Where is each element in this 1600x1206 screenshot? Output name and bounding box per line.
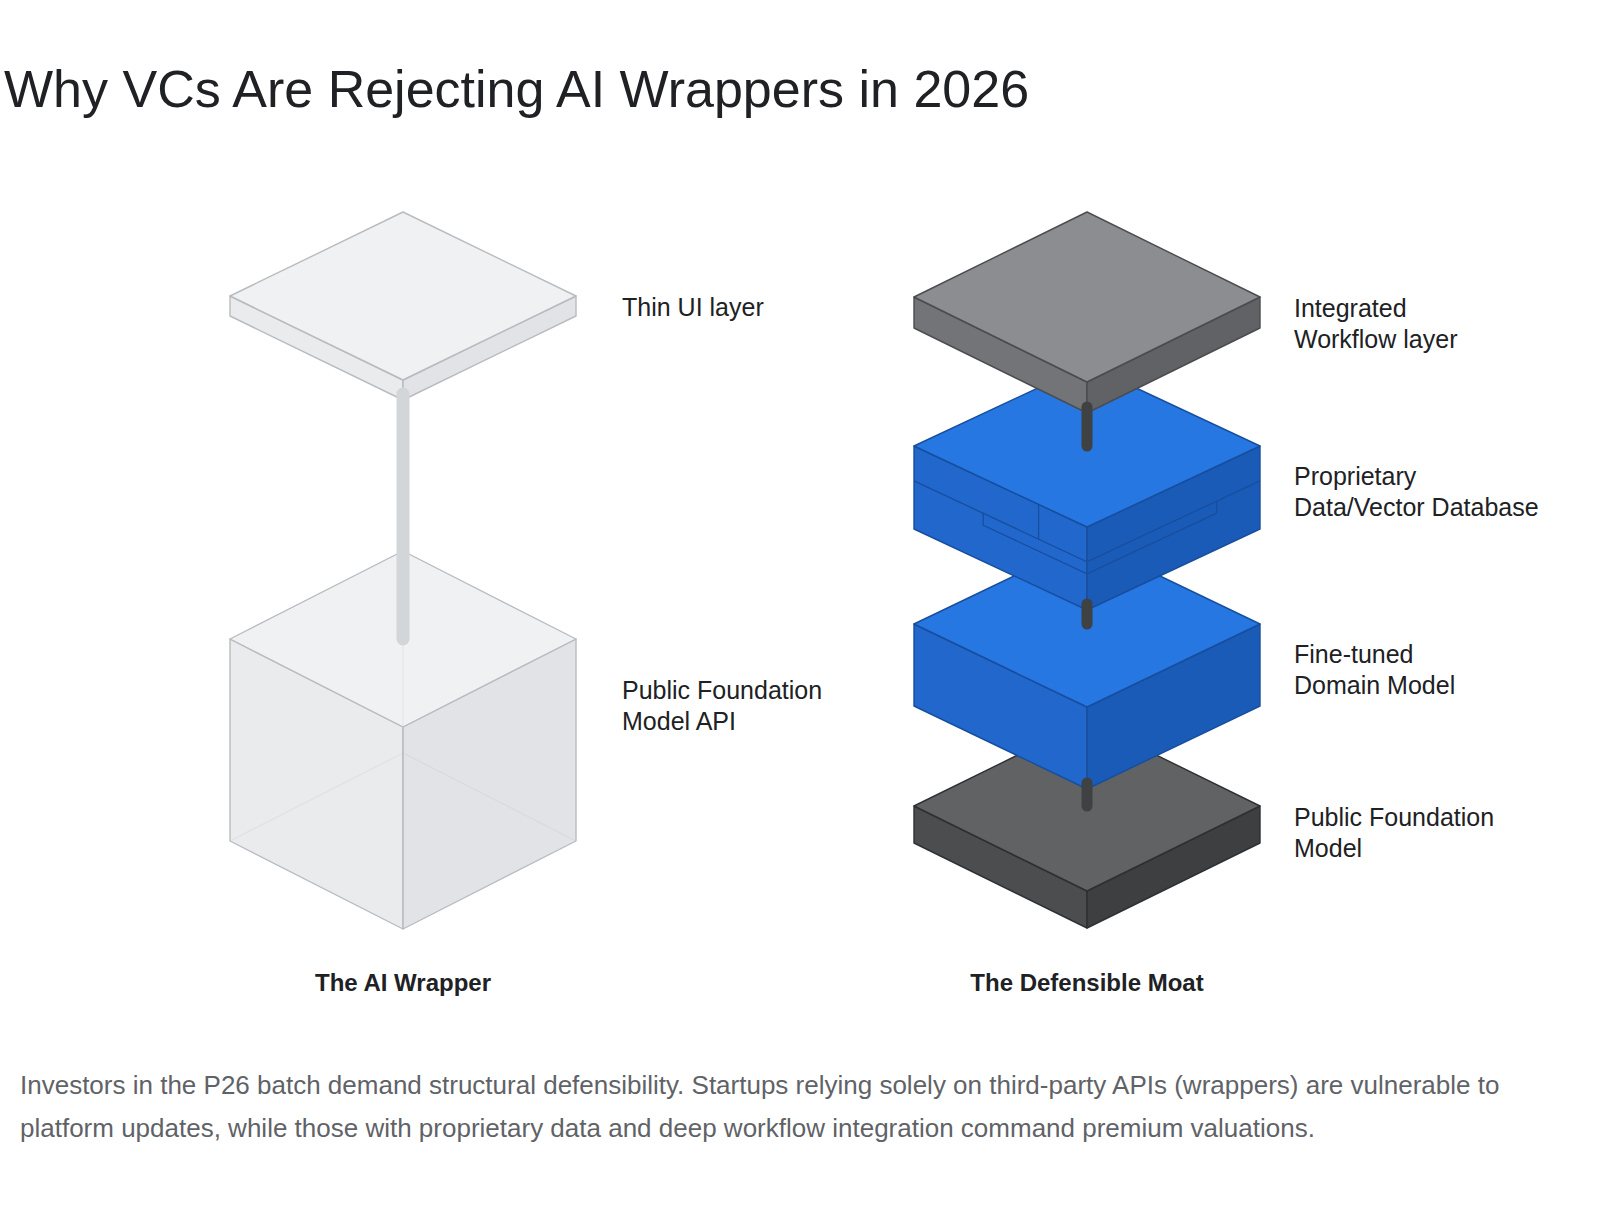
stack-label: The Defensible Moat — [877, 968, 1297, 998]
connector-rod — [1082, 604, 1093, 624]
connector-rod — [1082, 407, 1093, 446]
data-slab: Proprietary Data/Vector Database — [914, 365, 1260, 610]
foundation-model-slab: Public Foundation Model — [914, 721, 1260, 928]
figure-caption: Investors in the P26 batch demand struct… — [20, 1064, 1565, 1150]
isometric-block — [914, 365, 1260, 610]
connector-rod — [397, 394, 410, 639]
isometric-block — [914, 541, 1260, 789]
ui-layer-slab: Thin UI layer — [230, 212, 576, 400]
domain-model-slab: Fine-tuned Domain Model — [914, 541, 1260, 789]
layer-label: Proprietary Data/Vector Database — [1294, 461, 1548, 523]
layer-label: Public Foundation Model API — [622, 675, 850, 737]
layer-label: Integrated Workflow layer — [1294, 293, 1484, 355]
stack-label: The AI Wrapper — [193, 968, 613, 998]
isometric-block — [914, 212, 1260, 413]
foundation-api-cube: Public Foundation Model API — [230, 551, 576, 929]
layer-label: Fine-tuned Domain Model — [1294, 639, 1479, 701]
connector-rod — [1082, 783, 1093, 806]
layer-label: Thin UI layer — [622, 292, 922, 323]
page-title: Why VCs Are Rejecting AI Wrappers in 202… — [4, 58, 1029, 120]
isometric-block — [230, 212, 576, 400]
workflow-slab: Integrated Workflow layer — [914, 212, 1260, 413]
isometric-block — [230, 551, 576, 929]
isometric-block — [914, 721, 1260, 928]
layer-label: Public Foundation Model — [1294, 802, 1529, 864]
